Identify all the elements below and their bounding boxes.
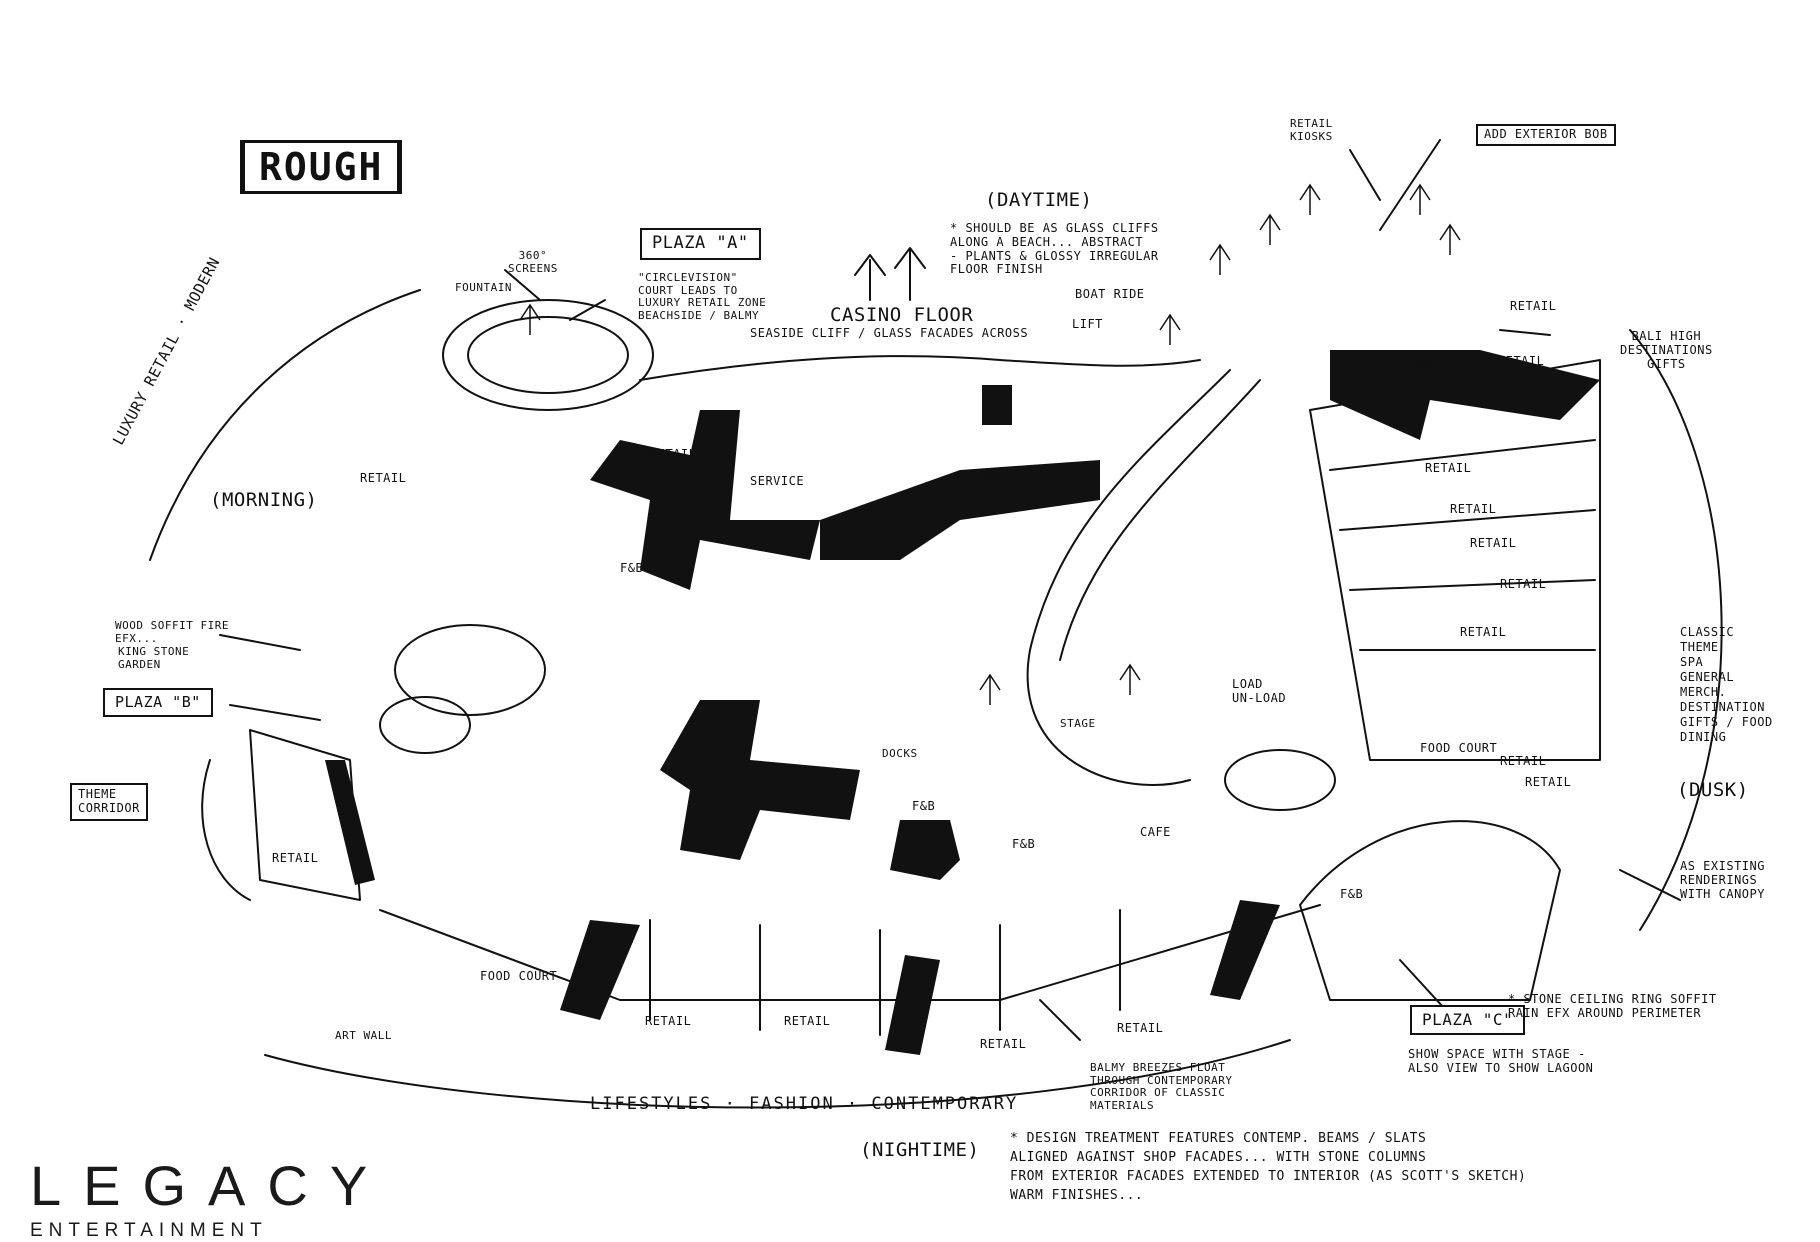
rough-stamp: ROUGH: [240, 140, 403, 194]
brand-tagline: ENTERTAINMENT: [30, 1220, 268, 1241]
plan-retail-e4: RETAIL: [1500, 577, 1547, 591]
north-facade-line: [639, 355, 1201, 381]
bali-high-note: BALI HIGH DESTINATIONS GIFTS: [1620, 329, 1713, 371]
casino-floor-label: CASINO FLOOR: [830, 304, 974, 326]
wood-soffit-note: WOOD SOFFIT FIRE EFX...: [115, 619, 229, 645]
lifestyles-zone-label: LIFESTYLES · FASHION · CONTEMPORARY: [590, 1094, 1019, 1114]
circlevision-note: "CIRCLEVISION" COURT LEADS TO LUXURY RET…: [638, 271, 767, 322]
east-retail-bank: [1309, 359, 1601, 761]
plan-retail-e6: RETAIL: [1525, 775, 1572, 789]
dusk-label: (DUSK): [1677, 779, 1749, 801]
plan-docks: DOCKS: [882, 747, 918, 760]
roof-se: [1210, 900, 1280, 1000]
morning-label: (MORNING): [210, 489, 318, 511]
art-wall-note: ART WALL: [335, 1029, 392, 1042]
daytime-label: (DAYTIME): [985, 189, 1093, 211]
plan-food-court-e: FOOD COURT: [1420, 741, 1498, 755]
lift-note: LIFT: [1072, 317, 1103, 331]
dusk-zone-arc: [1629, 329, 1723, 931]
roof-service: [590, 410, 820, 590]
plan-retail-e7: RETAIL: [1500, 754, 1547, 768]
plaza-c-label: PLAZA "C": [1410, 1005, 1526, 1036]
plan-retail-s2: RETAIL: [784, 1014, 831, 1028]
roof-mid-south: [890, 820, 960, 880]
plan-retail-nw: RETAIL: [360, 471, 407, 485]
design-treatment-note: * DESIGN TREATMENT FEATURES CONTEMP. BEA…: [1010, 1131, 1527, 1203]
fountain-note: FOUNTAIN: [455, 281, 512, 294]
classic-theme-note: CLASSIC THEME SPA GENERAL MERCH. DESTINA…: [1680, 625, 1773, 744]
roof-s: [885, 955, 940, 1055]
plan-retail-s3: RETAIL: [980, 1037, 1027, 1051]
theme-corridor-note: THEME CORRIDOR: [70, 783, 148, 821]
luxury-zone-arc: [149, 289, 421, 561]
retail-kiosks-note: RETAIL KIOSKS: [1290, 117, 1333, 143]
plan-fb-mid: F&B: [912, 799, 936, 813]
brand-name: LEGACY: [30, 1154, 390, 1217]
stone-ceiling-note: * STONE CEILING RING SOFFIT RAIN EFX ARO…: [1508, 992, 1717, 1020]
balmy-breezes-note: BALMY BREEZES FLOAT THROUGH CONTEMPORARY…: [1090, 1061, 1233, 1112]
roof-lift: [982, 385, 1012, 425]
plan-fb-low: F&B: [1012, 837, 1036, 851]
plan-cafe-mid: CAFE: [1140, 825, 1171, 839]
plan-fb-center: F&B: [978, 471, 1002, 485]
plan-retail-w: RETAIL: [272, 851, 319, 865]
as-existing-note: AS EXISTING RENDERINGS WITH CANOPY: [1680, 859, 1765, 901]
plaza-a-label: PLAZA "A": [640, 228, 761, 260]
nightime-label: (NIGHTIME): [860, 1139, 980, 1161]
plan-cafe-ne: CAFE: [1415, 357, 1446, 371]
boat-ride-note: BOAT RIDE: [1075, 287, 1145, 301]
plan-retail-s4: RETAIL: [1117, 1021, 1164, 1035]
roof-ne: [1330, 350, 1600, 440]
plan-fb-left: F&B: [620, 561, 644, 575]
plan-retail-center: RETAIL: [650, 447, 697, 461]
roof-casino: [820, 460, 1100, 560]
plan-retail-s1: RETAIL: [645, 1014, 692, 1028]
nightime-zone-arc: [264, 1039, 1291, 1109]
plan-load-unload: LOAD UN-LOAD: [1232, 677, 1287, 705]
plan-retail-e1: RETAIL: [1425, 461, 1472, 475]
roof-center-south: [660, 700, 860, 860]
roof-sw: [560, 920, 640, 1020]
plaza-b-label: PLAZA "B": [103, 688, 213, 718]
plan-fb-plaza-c: F&B: [1340, 887, 1364, 901]
plan-retail-ne2: RETAIL: [1498, 354, 1545, 368]
west-retail-block: [249, 729, 361, 901]
plan-retail-e5: RETAIL: [1460, 625, 1507, 639]
show-space-note: SHOW SPACE WITH STAGE - ALSO VIEW TO SHO…: [1408, 1047, 1594, 1075]
south-retail-frontage: [379, 904, 1321, 1001]
legacy-entertainment-logo: LEGACY ENTERTAINMENT: [30, 1158, 389, 1242]
plan-service: SERVICE: [750, 474, 805, 488]
plan-retail-e3: RETAIL: [1470, 536, 1517, 550]
lagoon-path: [1026, 369, 1231, 786]
plaza-a-ring: [442, 299, 654, 411]
plan-retail-e2: RETAIL: [1450, 502, 1497, 516]
daytime-note: * SHOULD BE AS GLASS CLIFFS ALONG A BEAC…: [950, 221, 1159, 277]
plan-retail-ne1: RETAIL: [1510, 299, 1557, 313]
plan-stage: STAGE: [1060, 717, 1096, 730]
screens-360-note: 360° SCREENS: [508, 249, 558, 275]
casino-floor-note: SEASIDE CLIFF / GLASS FACADES ACROSS: [750, 326, 1029, 340]
king-stone-note: KING STONE GARDEN: [118, 645, 190, 671]
plaza-b-ring: [394, 624, 546, 716]
plaza-c-fan: [1299, 820, 1561, 1001]
roof-west: [325, 760, 375, 885]
add-exterior-note: ADD EXTERIOR BOB: [1476, 124, 1616, 146]
food-court-note: FOOD COURT: [480, 969, 558, 983]
